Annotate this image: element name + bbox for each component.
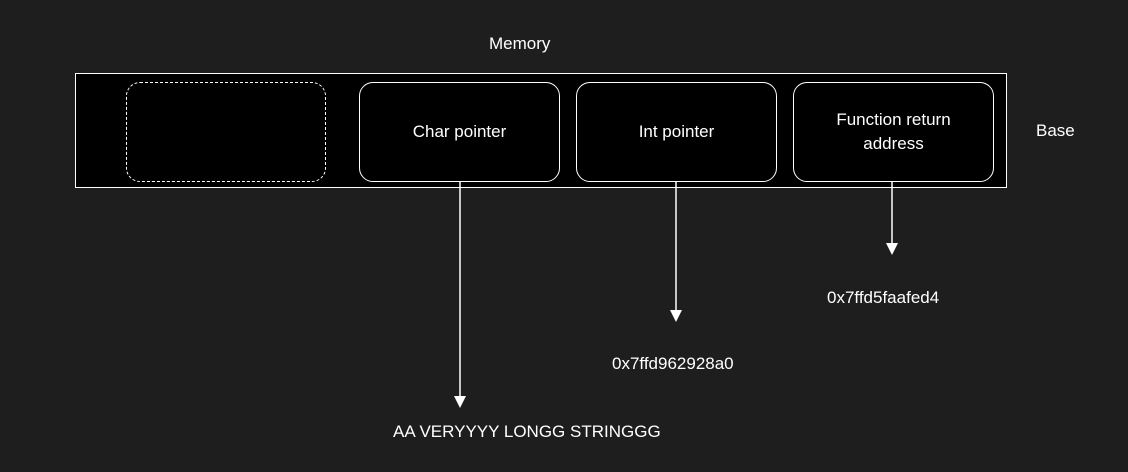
- return-address-value: 0x7ffd5faafed4: [827, 288, 940, 307]
- memory-title: Memory: [489, 34, 551, 53]
- char-pointer-slot: Char pointer: [359, 82, 560, 182]
- return-address-label: Function return address: [836, 110, 951, 153]
- char-pointer-value: AA VERYYYY LONGG STRINGGG: [393, 422, 661, 441]
- int-pointer-arrowhead: [670, 310, 682, 322]
- empty-slot: [126, 82, 326, 182]
- int-pointer-label: Int pointer: [638, 122, 715, 141]
- int-pointer-slot: Int pointer: [576, 82, 777, 182]
- char-pointer-arrowhead: [454, 396, 466, 408]
- return-address-slot: Function return address: [793, 82, 994, 182]
- int-pointer-value: 0x7ffd962928a0: [612, 354, 734, 373]
- base-label: Base: [1036, 121, 1075, 140]
- return-address-arrowhead: [886, 243, 898, 255]
- char-pointer-label: Char pointer: [412, 122, 507, 141]
